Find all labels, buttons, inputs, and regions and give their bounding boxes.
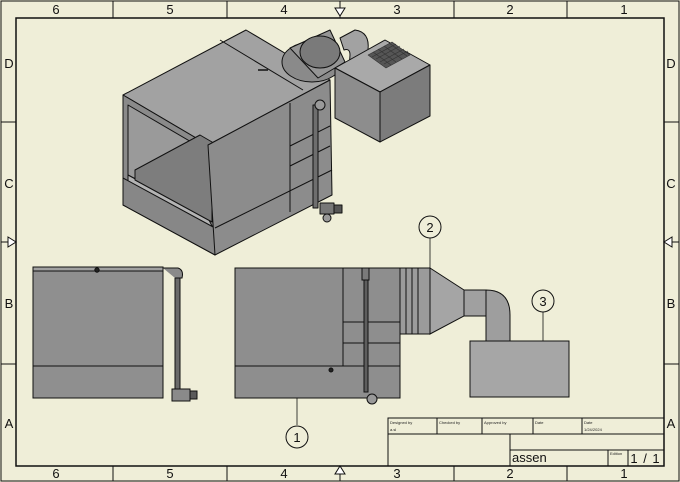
zone-label-left: D — [4, 56, 13, 71]
side-view-pipe — [174, 276, 181, 393]
iso-right-face — [207, 79, 333, 256]
side-view-valve — [171, 388, 191, 402]
bottom-zone-labels: 6 5 4 3 2 1 — [52, 466, 627, 481]
balloon-number: 1 — [293, 430, 300, 445]
zone-label-top: 3 — [393, 2, 400, 17]
drawing-title: assen — [512, 450, 547, 465]
front-view-elbow — [485, 289, 511, 342]
left-zone-labels: D C B A — [4, 56, 13, 431]
sheet-separator: / — [643, 451, 647, 466]
balloon-leaders — [296, 238, 544, 425]
front-view-reducer — [429, 267, 465, 335]
date-label: Date — [535, 420, 544, 425]
designed-by-value: a.sl — [390, 427, 396, 432]
checked-by-label: Checked by — [439, 420, 460, 425]
title-block — [387, 417, 665, 467]
approved-by-label: Approved by — [484, 420, 506, 425]
front-view-body — [234, 267, 401, 399]
balloon-number: 3 — [539, 294, 546, 309]
balloon: 2 — [418, 215, 442, 239]
zone-label-top: 2 — [506, 2, 513, 17]
zone-label-right: D — [666, 56, 675, 71]
right-zone-labels: D C B A — [666, 56, 675, 431]
isometric-view — [122, 29, 431, 256]
iso-grille-icon — [367, 41, 411, 69]
front-view — [234, 267, 570, 405]
zone-label-left: A — [5, 416, 14, 431]
zone-label-bottom: 2 — [506, 466, 513, 481]
iso-box-side — [379, 64, 431, 143]
zone-label-bottom: 4 — [280, 466, 287, 481]
side-view-marker — [94, 267, 100, 273]
zone-label-right: C — [666, 176, 675, 191]
sheet-total: 1 — [652, 451, 659, 466]
sheet-number: 1 — [630, 451, 637, 466]
iso-pipe — [312, 104, 319, 209]
title-block-text: Designed by a.sl Checked by Approved by … — [390, 420, 660, 466]
zone-label-right: B — [667, 296, 676, 311]
front-view-box — [469, 340, 570, 398]
balloon-number: 2 — [426, 220, 433, 235]
zone-label-top: 4 — [280, 2, 287, 17]
designed-by-label: Designed by — [390, 420, 412, 425]
side-view — [32, 266, 198, 402]
side-view-body — [32, 266, 164, 399]
zone-label-bottom: 5 — [166, 466, 173, 481]
zone-label-bottom: 3 — [393, 466, 400, 481]
zone-label-bottom: 1 — [620, 466, 627, 481]
date2-label: Date — [584, 420, 593, 425]
zone-label-left: B — [5, 296, 14, 311]
zone-label-top: 6 — [52, 2, 59, 17]
iso-fan-housing — [281, 29, 346, 83]
front-view-pipe — [363, 279, 369, 393]
balloon: 1 — [285, 425, 309, 449]
front-view-fan — [399, 267, 431, 335]
edition-label: Edition — [610, 451, 622, 456]
zone-label-right: A — [667, 416, 676, 431]
iso-valve — [319, 202, 343, 223]
zone-label-top: 1 — [620, 2, 627, 17]
zone-label-top: 5 — [166, 2, 173, 17]
balloon: 3 — [531, 289, 555, 313]
zone-label-left: C — [4, 176, 13, 191]
top-zone-labels: 6 5 4 3 2 1 — [52, 2, 627, 17]
date-value: 1/24/2024 — [584, 427, 603, 432]
zone-label-bottom: 6 — [52, 466, 59, 481]
